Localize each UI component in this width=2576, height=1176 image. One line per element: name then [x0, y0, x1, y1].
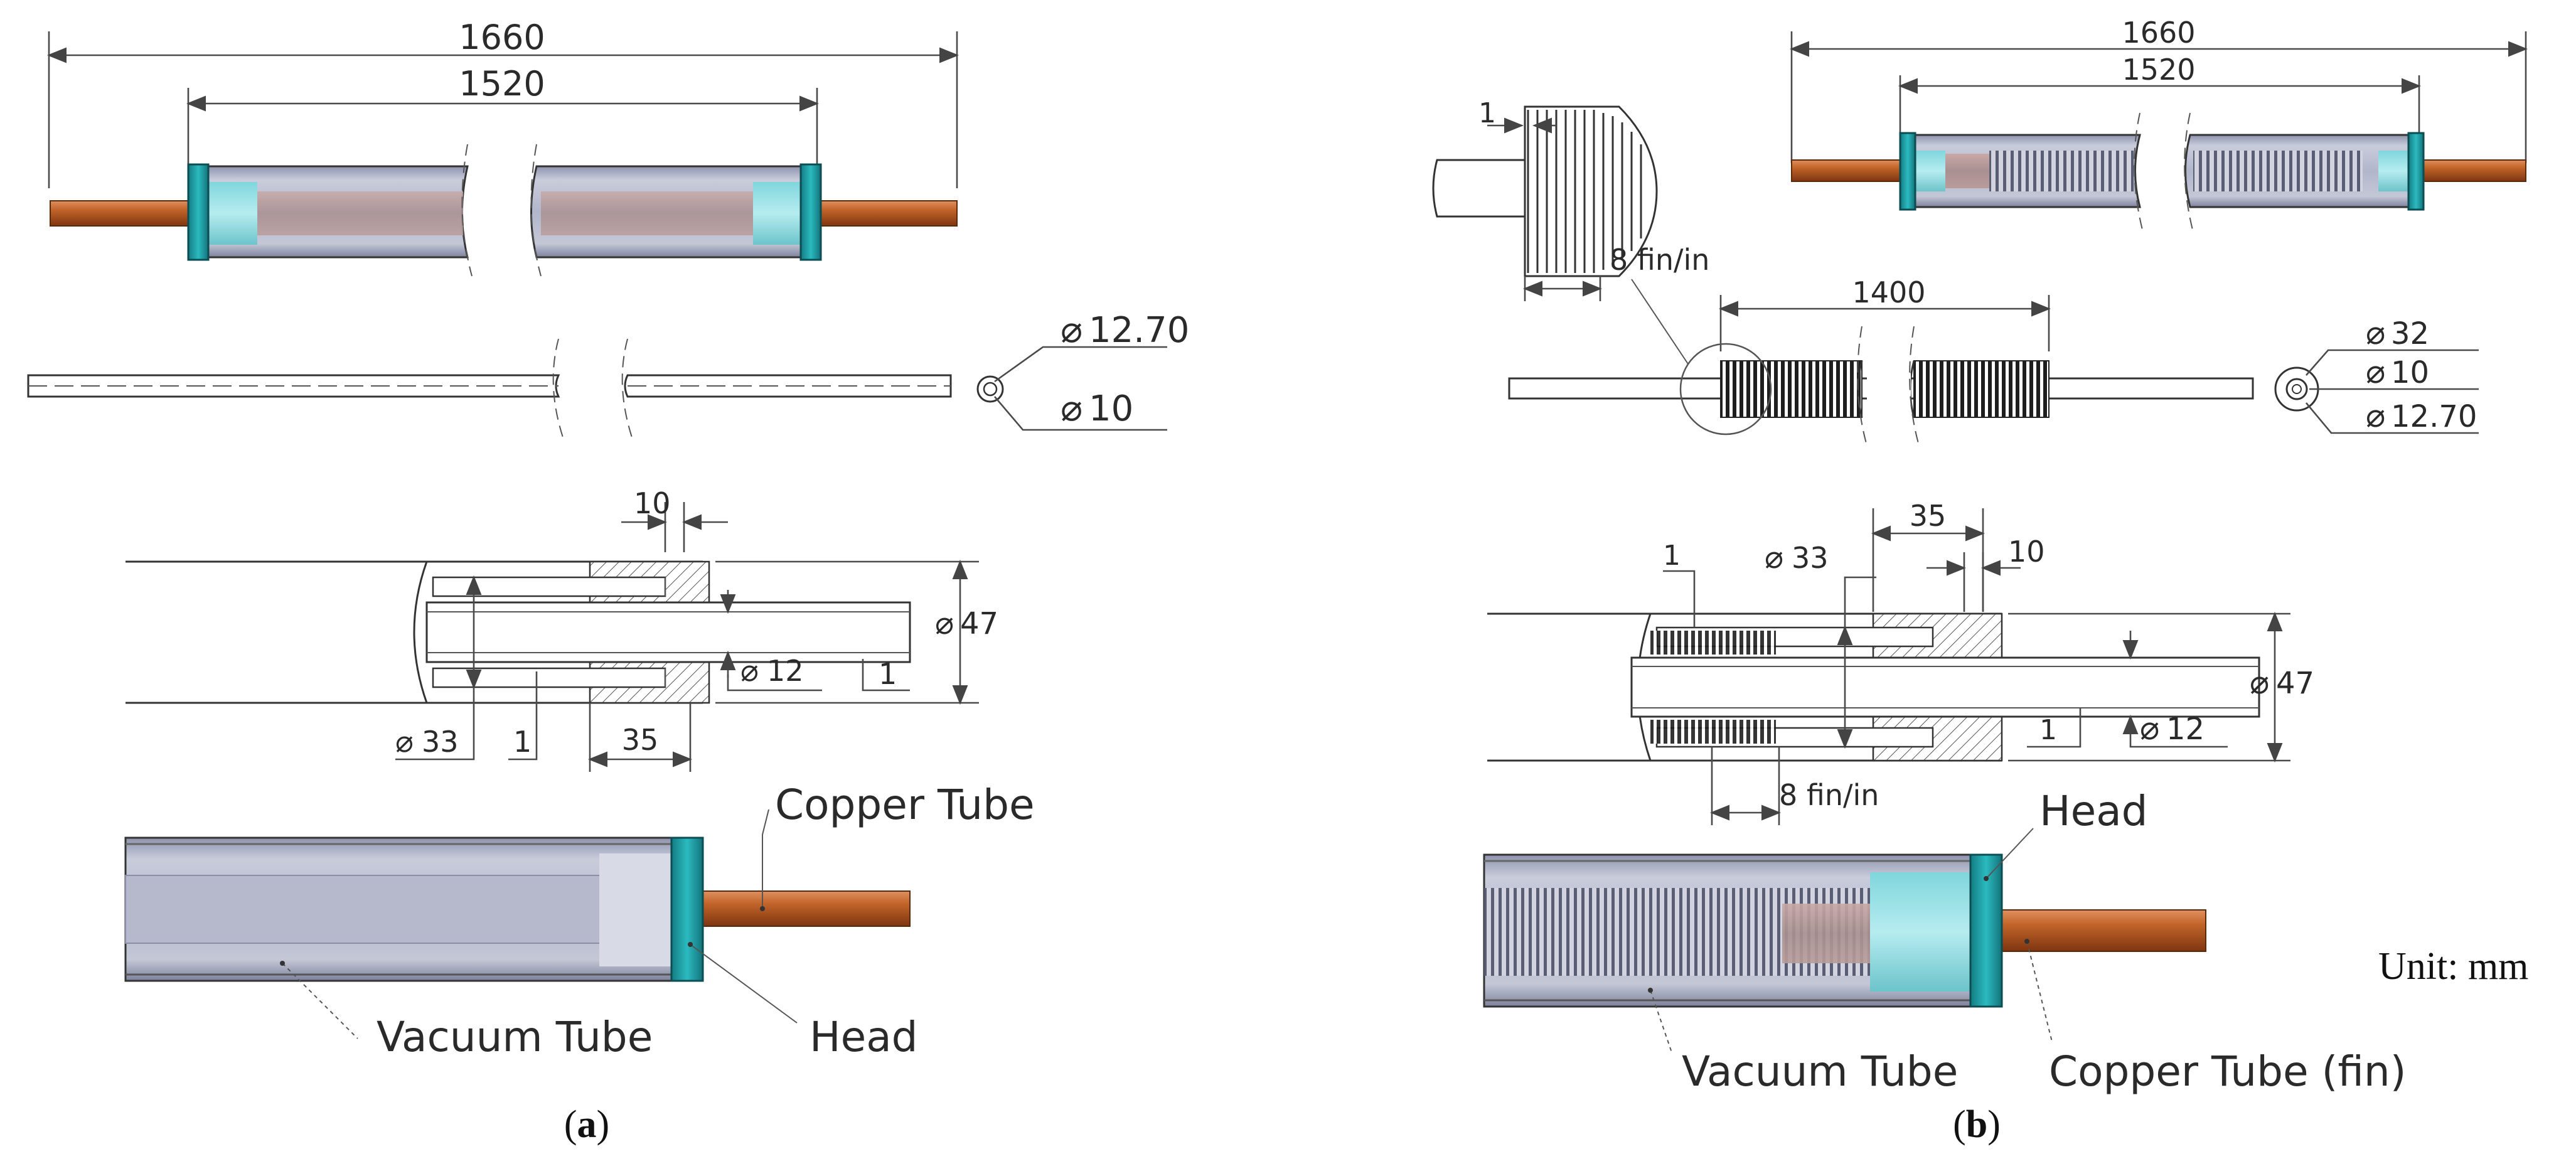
a-dim-1520: 1520	[459, 64, 545, 104]
b-3d-copper	[1998, 909, 2206, 952]
svg-text:⌀: ⌀	[2366, 314, 2385, 352]
panel-b: 1 8 fin/in 1660 1520	[1432, 16, 2528, 1146]
a-dim-d47: 47	[960, 606, 998, 641]
b-top-assembly: 1660 1520	[1789, 16, 2528, 233]
b-section-detail: 1 ⌀ 33 35 10 ⌀ 47	[1487, 499, 2314, 825]
svg-text:⌀: ⌀	[1061, 387, 1082, 429]
a-head-left	[187, 163, 210, 261]
a-dim-1-bottom: 1	[513, 725, 532, 759]
b-dia-10: 10	[2391, 355, 2429, 390]
b-3d-view: Head Copper Tube (fin) Vacuum Tube	[1483, 787, 2406, 1096]
a-caption: (a)	[564, 1103, 609, 1146]
a-dia-inner: 10	[1089, 388, 1133, 429]
a-copper-tube-view: ⌀ 12.70 ⌀ 10	[27, 308, 1189, 440]
b-dim-1-top: 1	[1663, 540, 1681, 572]
b-fin-inset: 1 8 fin/in	[1432, 97, 1709, 365]
b-fin-tube-view: 1400 ⌀ 32 ⌀ 10 ⌀ 12.70	[1508, 275, 2479, 446]
b-dim-d33: 33	[1792, 541, 1829, 575]
a-dim-1660: 1660	[459, 18, 545, 57]
a-top-assembly: 1660 1520	[46, 18, 959, 277]
b-label-copper-fin: Copper Tube (fin)	[2049, 1047, 2406, 1096]
svg-text:⌀: ⌀	[2140, 710, 2159, 747]
a-dim-10: 10	[634, 486, 671, 520]
b-dim-1400: 1400	[1852, 275, 1925, 309]
a-3d-head	[670, 837, 704, 982]
panel-a: 1660 1520	[27, 18, 1189, 1146]
a-dia-outer: 12.70	[1089, 310, 1189, 351]
b-dim-10: 10	[2008, 535, 2045, 569]
b-dia-32: 32	[2391, 316, 2429, 351]
a-dim-d33: 33	[422, 725, 459, 759]
a-label-vacuum: Vacuum Tube	[377, 1013, 653, 1061]
svg-text:⌀: ⌀	[2366, 397, 2385, 435]
b-fin-pitch-bottom: 8 fin/in	[1779, 778, 1879, 812]
svg-text:⌀: ⌀	[740, 653, 759, 688]
a-3d-copper	[702, 890, 911, 927]
svg-text:⌀: ⌀	[935, 605, 954, 641]
svg-text:⌀: ⌀	[1765, 539, 1783, 575]
b-dia-1270: 12.70	[2391, 399, 2477, 434]
b-dim-35: 35	[1910, 499, 1947, 533]
a-copper-left	[50, 200, 201, 227]
b-fin-thickness: 1	[1478, 97, 1496, 129]
unit-label: Unit: mm	[2378, 945, 2528, 988]
svg-text:⌀: ⌀	[2250, 664, 2269, 702]
a-head-right	[799, 163, 822, 261]
svg-text:⌀: ⌀	[2366, 353, 2385, 391]
svg-text:⌀: ⌀	[1061, 308, 1082, 351]
b-dim-1-mid: 1	[2039, 714, 2057, 746]
b-caption: (b)	[1953, 1103, 2001, 1146]
b-dim-d12: 12	[2166, 712, 2205, 747]
a-dim-d12: 12	[767, 654, 804, 688]
a-dim-1-right: 1	[879, 657, 897, 691]
a-copper-right	[809, 200, 958, 227]
b-label-head: Head	[2039, 787, 2148, 835]
b-dim-1660: 1660	[2122, 16, 2195, 50]
a-label-head: Head	[810, 1013, 918, 1061]
a-3d-view: Copper Tube Head Vacuum Tube	[124, 781, 1035, 1061]
a-section-detail: 10 ⌀ 47 ⌀ 12 1 ⌀ 33 1	[126, 486, 998, 772]
b-label-vacuum: Vacuum Tube	[1682, 1047, 1958, 1096]
b-fin-pitch: 8 fin/in	[1610, 243, 1709, 277]
a-dim-35: 35	[622, 723, 659, 757]
b-dim-1520: 1520	[2122, 53, 2195, 87]
a-label-copper: Copper Tube	[775, 781, 1035, 829]
b-dim-d47: 47	[2276, 666, 2314, 701]
svg-text:⌀: ⌀	[395, 724, 414, 759]
